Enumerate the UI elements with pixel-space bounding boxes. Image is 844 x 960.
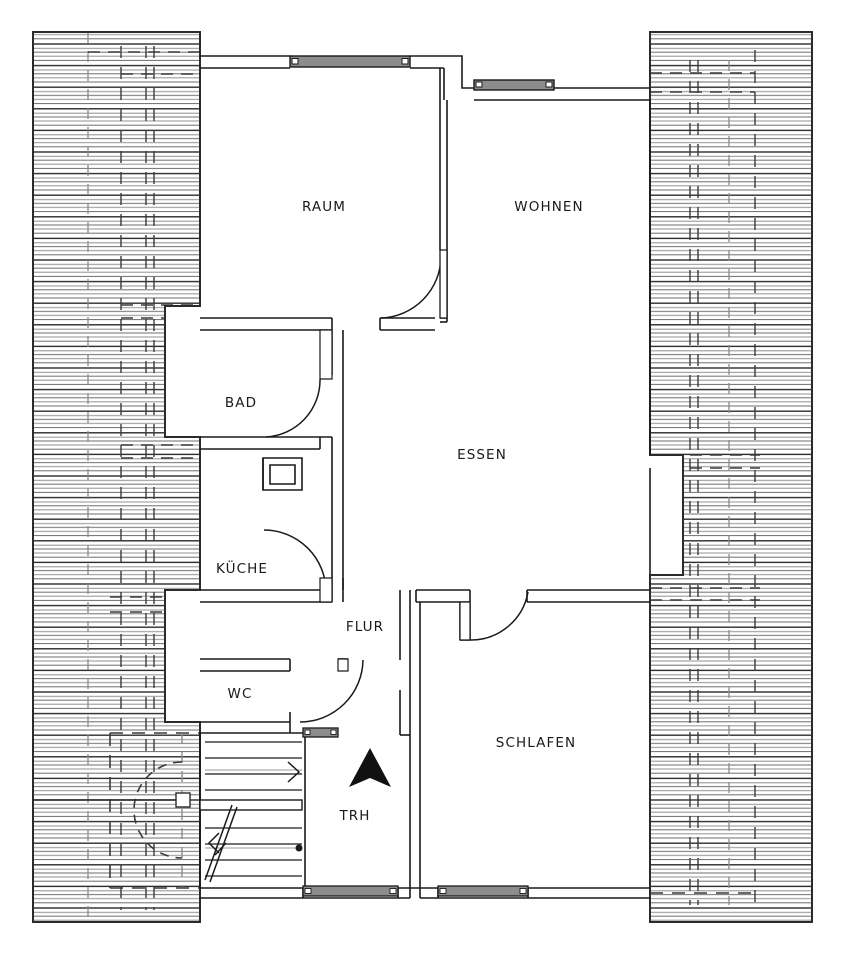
room-label-trh: TRH — [338, 808, 370, 824]
window-bottom-trh — [302, 885, 399, 897]
window-wc-stairhall — [302, 727, 339, 738]
door-wc-arc — [299, 659, 364, 723]
window-top-wohnen — [473, 79, 555, 91]
room-label-wc: WC — [228, 686, 253, 702]
window-top-raum — [289, 55, 411, 68]
room-label-raum: RAUM — [302, 199, 346, 215]
stair-start-dot — [295, 844, 303, 852]
adjacent-building-left — [32, 31, 201, 923]
windows — [289, 55, 555, 897]
room-label-schlafen: SCHLAFEN — [496, 735, 576, 751]
window-bottom-schlafen — [437, 885, 529, 897]
room-label-wohnen: WOHNEN — [514, 199, 583, 215]
stair-railing — [199, 799, 303, 811]
door-swings — [263, 249, 529, 723]
room-label-essen: ESSEN — [457, 447, 507, 463]
room-labels: RAUM WOHNEN BAD ESSEN KÜCHE FLUR WC TRH … — [216, 199, 583, 824]
door-schlafen-arc — [469, 591, 529, 641]
room-label-kueche: KÜCHE — [216, 559, 268, 577]
room-label-bad: BAD — [225, 395, 257, 411]
stair-up-arrow — [287, 761, 301, 783]
door-bad-arc — [265, 378, 321, 438]
north-arrow — [349, 748, 391, 787]
staircase — [199, 741, 303, 883]
room-label-flur: FLUR — [346, 619, 384, 635]
stair-break-line — [204, 804, 233, 881]
